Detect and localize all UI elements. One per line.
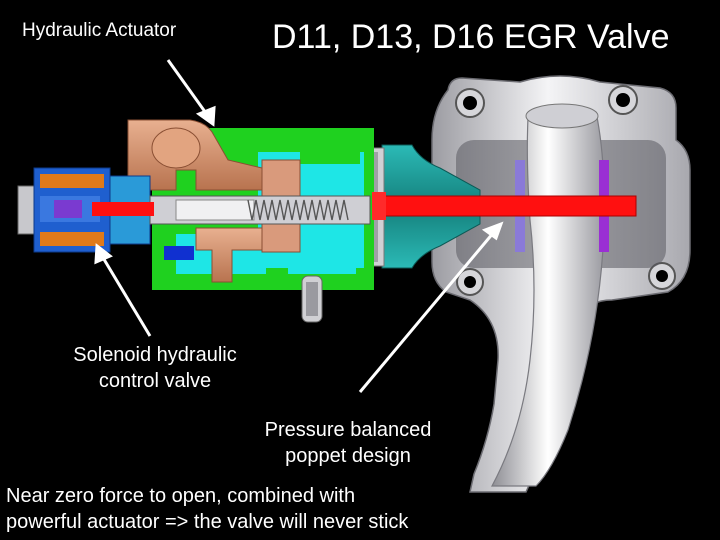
- hydraulic-actuator-body: [127, 119, 301, 283]
- solenoid-label-line2: control valve: [98, 369, 212, 392]
- poppet-label-line2: poppet design: [285, 445, 411, 467]
- valve-stem: [92, 192, 637, 220]
- slide-title: D11, D13, D16 EGR Valve: [272, 18, 670, 56]
- footnote: Near zero force to open, combined with p…: [6, 483, 506, 535]
- poppet-label: Pressure balanced poppet design: [248, 417, 448, 469]
- solenoid-unit: [17, 167, 194, 260]
- solenoid-label-line1: Solenoid hydraulic: [73, 344, 237, 366]
- pointer-arrows: [94, 59, 504, 393]
- footnote-line2: powerful actuator => the valve will neve…: [6, 511, 409, 533]
- hydraulic-actuator-label: Hydraulic Actuator: [22, 20, 177, 41]
- egr-housing: [431, 75, 691, 493]
- footnote-line1: Near zero force to open, combined with: [6, 485, 356, 507]
- solenoid-label: Solenoid hydraulic control valve: [55, 343, 255, 394]
- poppet-label-line1: Pressure balanced: [264, 419, 432, 441]
